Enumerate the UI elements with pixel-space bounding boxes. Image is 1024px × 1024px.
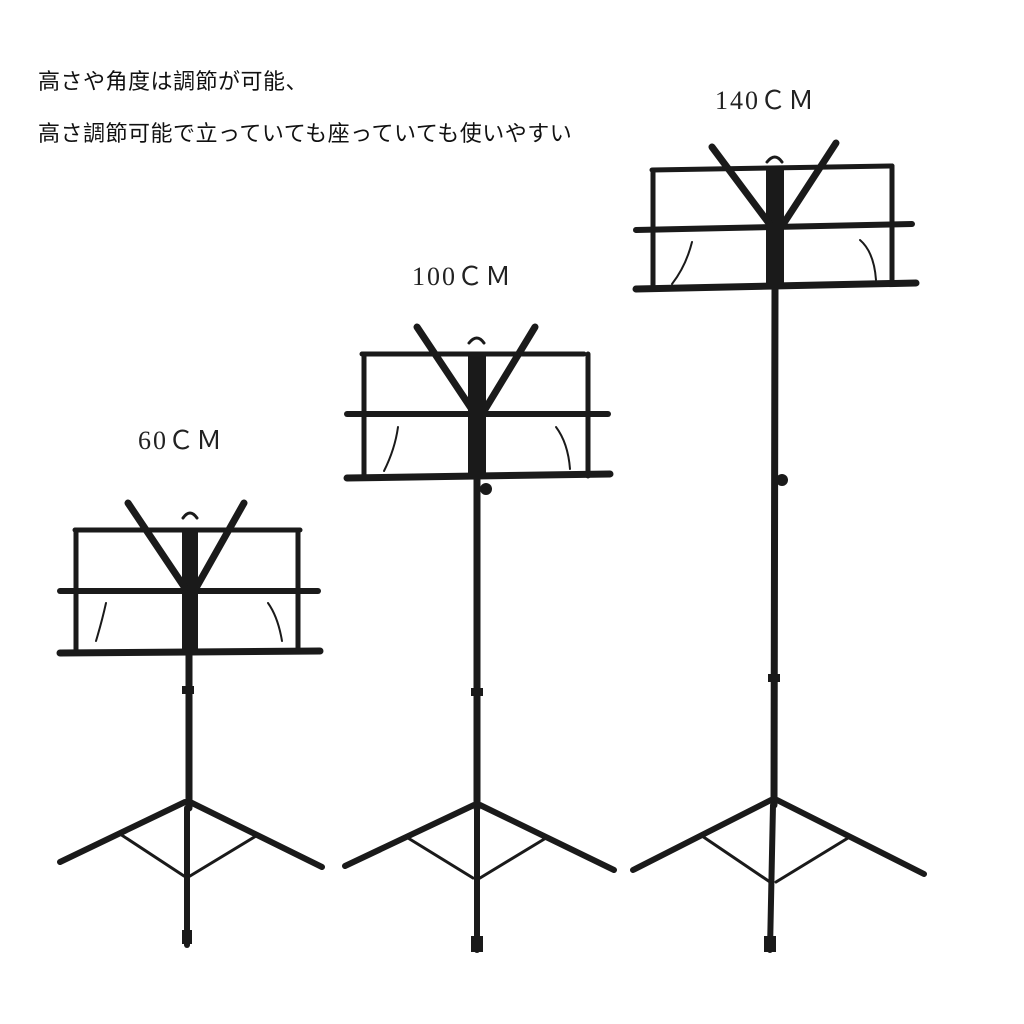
music-stand-60	[56, 499, 325, 948]
music-stand-140	[630, 139, 927, 953]
tripod-140	[630, 797, 927, 953]
mast-140	[770, 284, 779, 809]
caption-line-1: 高さや角度は調節が可能、	[38, 70, 309, 95]
height-label-100: 100ＣＭ	[412, 262, 514, 291]
caption-line-2: 高さ調節可能で立っていても座っていても使いやすい	[38, 122, 573, 147]
height-label-140: 140ＣＭ	[715, 86, 817, 115]
tripod-60	[57, 799, 325, 948]
music-stand-100	[342, 323, 617, 953]
tripod-100	[342, 802, 617, 953]
height-label-60: 60ＣＭ	[138, 426, 225, 455]
desk-140	[632, 139, 920, 293]
desk-60	[56, 499, 324, 657]
desk-100	[343, 323, 614, 482]
